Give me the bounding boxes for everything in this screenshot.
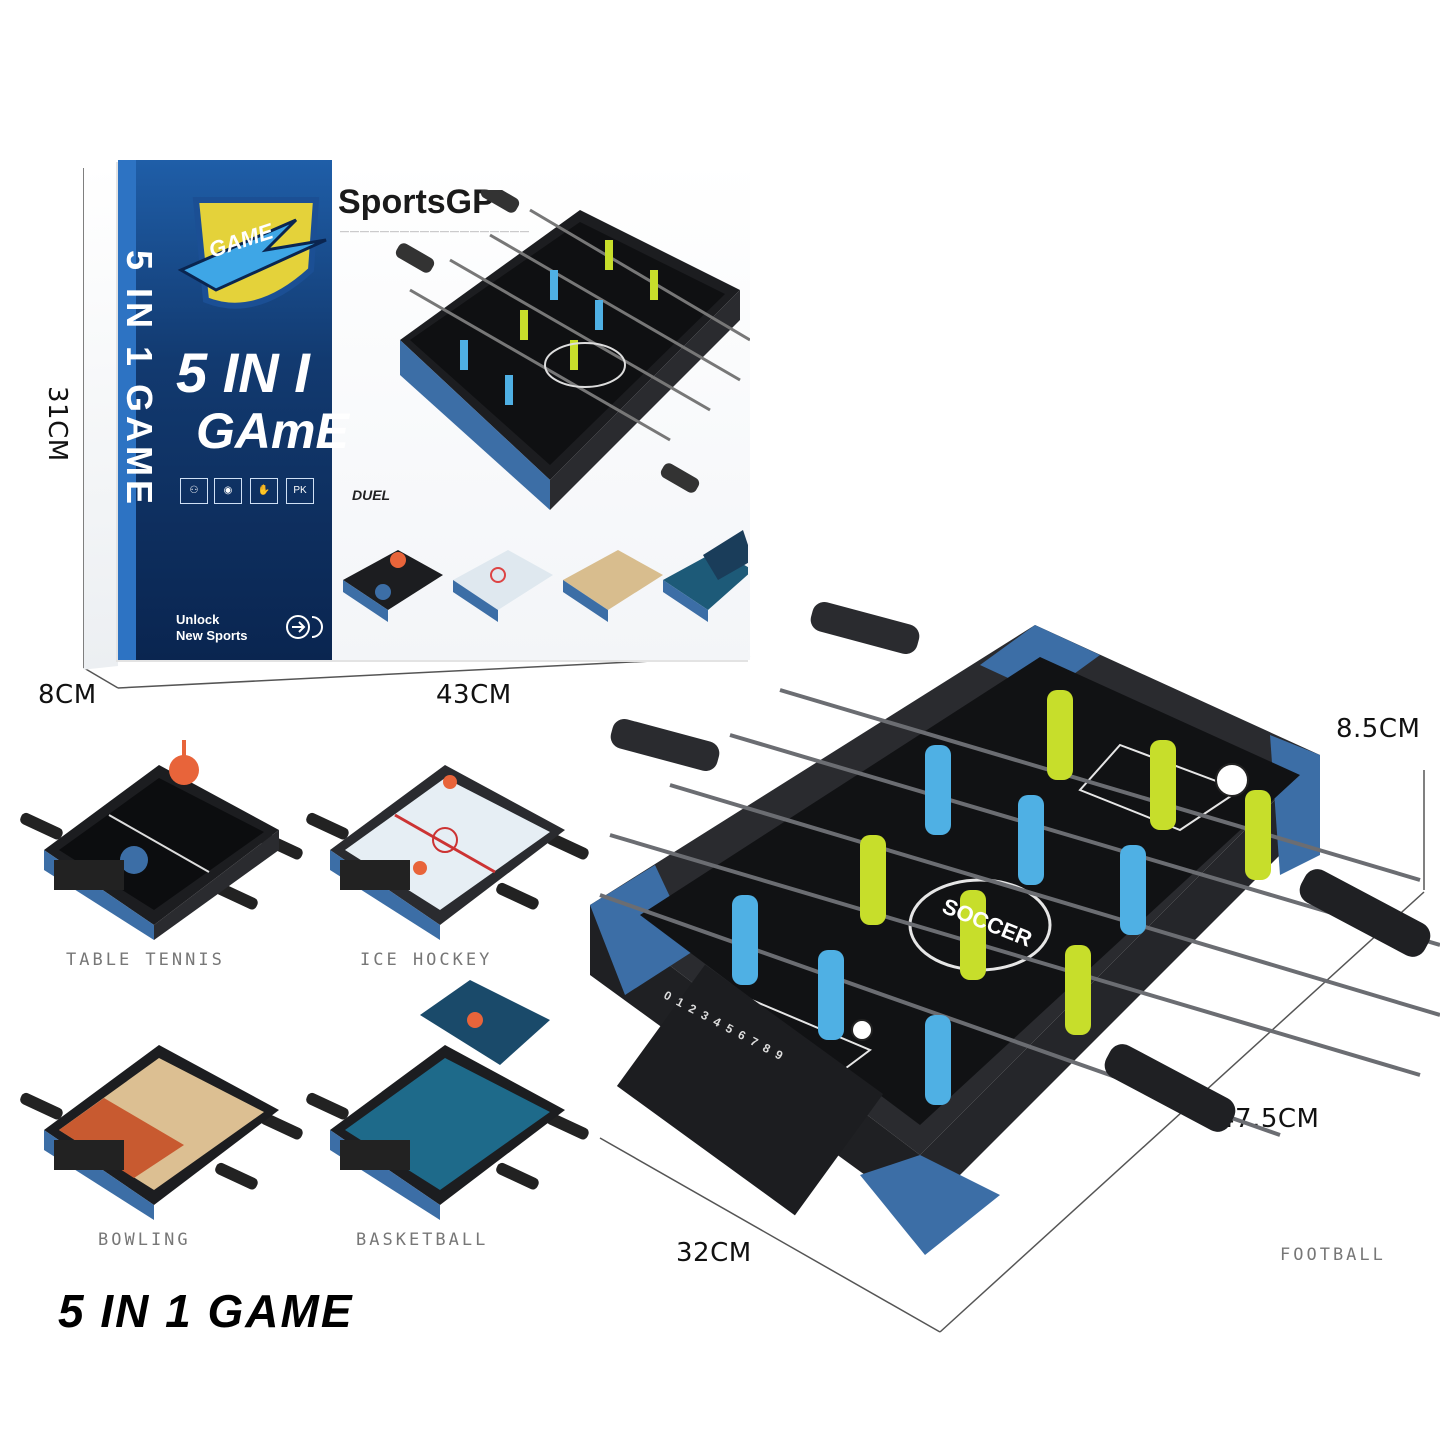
headline-title: 5 IN 1 GAME (58, 1285, 354, 1337)
dim-depth-label: 8CM (38, 680, 97, 710)
box-vertical-title: 5 IN 1 GAME (119, 250, 160, 509)
box-title-line2: GAmE (196, 403, 349, 459)
caption-bowling: BOWLING (98, 1230, 191, 1250)
box-foosball-image (395, 190, 750, 510)
caption-table-tennis: TABLE TENNIS (66, 950, 225, 970)
box-tagline-line1: Unlock (176, 612, 220, 627)
basketball-image (306, 980, 589, 1220)
box-tagline: Unlock New Sports (176, 612, 248, 644)
box-badge-2: ◉ (214, 478, 242, 504)
caption-ice-hockey: ICE HOCKEY (360, 950, 493, 970)
box-badge-3: ✋ (250, 478, 278, 504)
dim-height-label: 31CM (42, 386, 72, 462)
box-tagline-line2: New Sports (176, 628, 248, 643)
dim-table-height-label: 8.5CM (1336, 714, 1421, 744)
football-table-image (590, 601, 1440, 1255)
box-side-panel (84, 164, 118, 670)
box-brand: SportsGP (338, 183, 495, 221)
box-title-line1: 5 IN I (176, 341, 310, 404)
caption-football: FOOTBALL (1280, 1245, 1386, 1265)
box-duel-label: DUEL (352, 487, 391, 503)
dim-width-label: 43CM (436, 680, 512, 710)
box-brand-underline: ——————————————————— (340, 226, 530, 236)
box-badge-1: ⚇ (180, 478, 208, 504)
shield-logo-icon (177, 197, 327, 309)
dim-table-width-label: 32CM (676, 1238, 752, 1268)
box-thumbnails (343, 530, 748, 622)
bowling-image (20, 1045, 303, 1220)
table-tennis-image (20, 740, 303, 940)
caption-basketball: BASKETBALL (356, 1230, 489, 1250)
box-badge-pk: PK (286, 478, 314, 504)
box-panel-stripe (118, 160, 136, 660)
arrow-circle-icon (286, 615, 323, 639)
ice-hockey-image (306, 765, 589, 940)
